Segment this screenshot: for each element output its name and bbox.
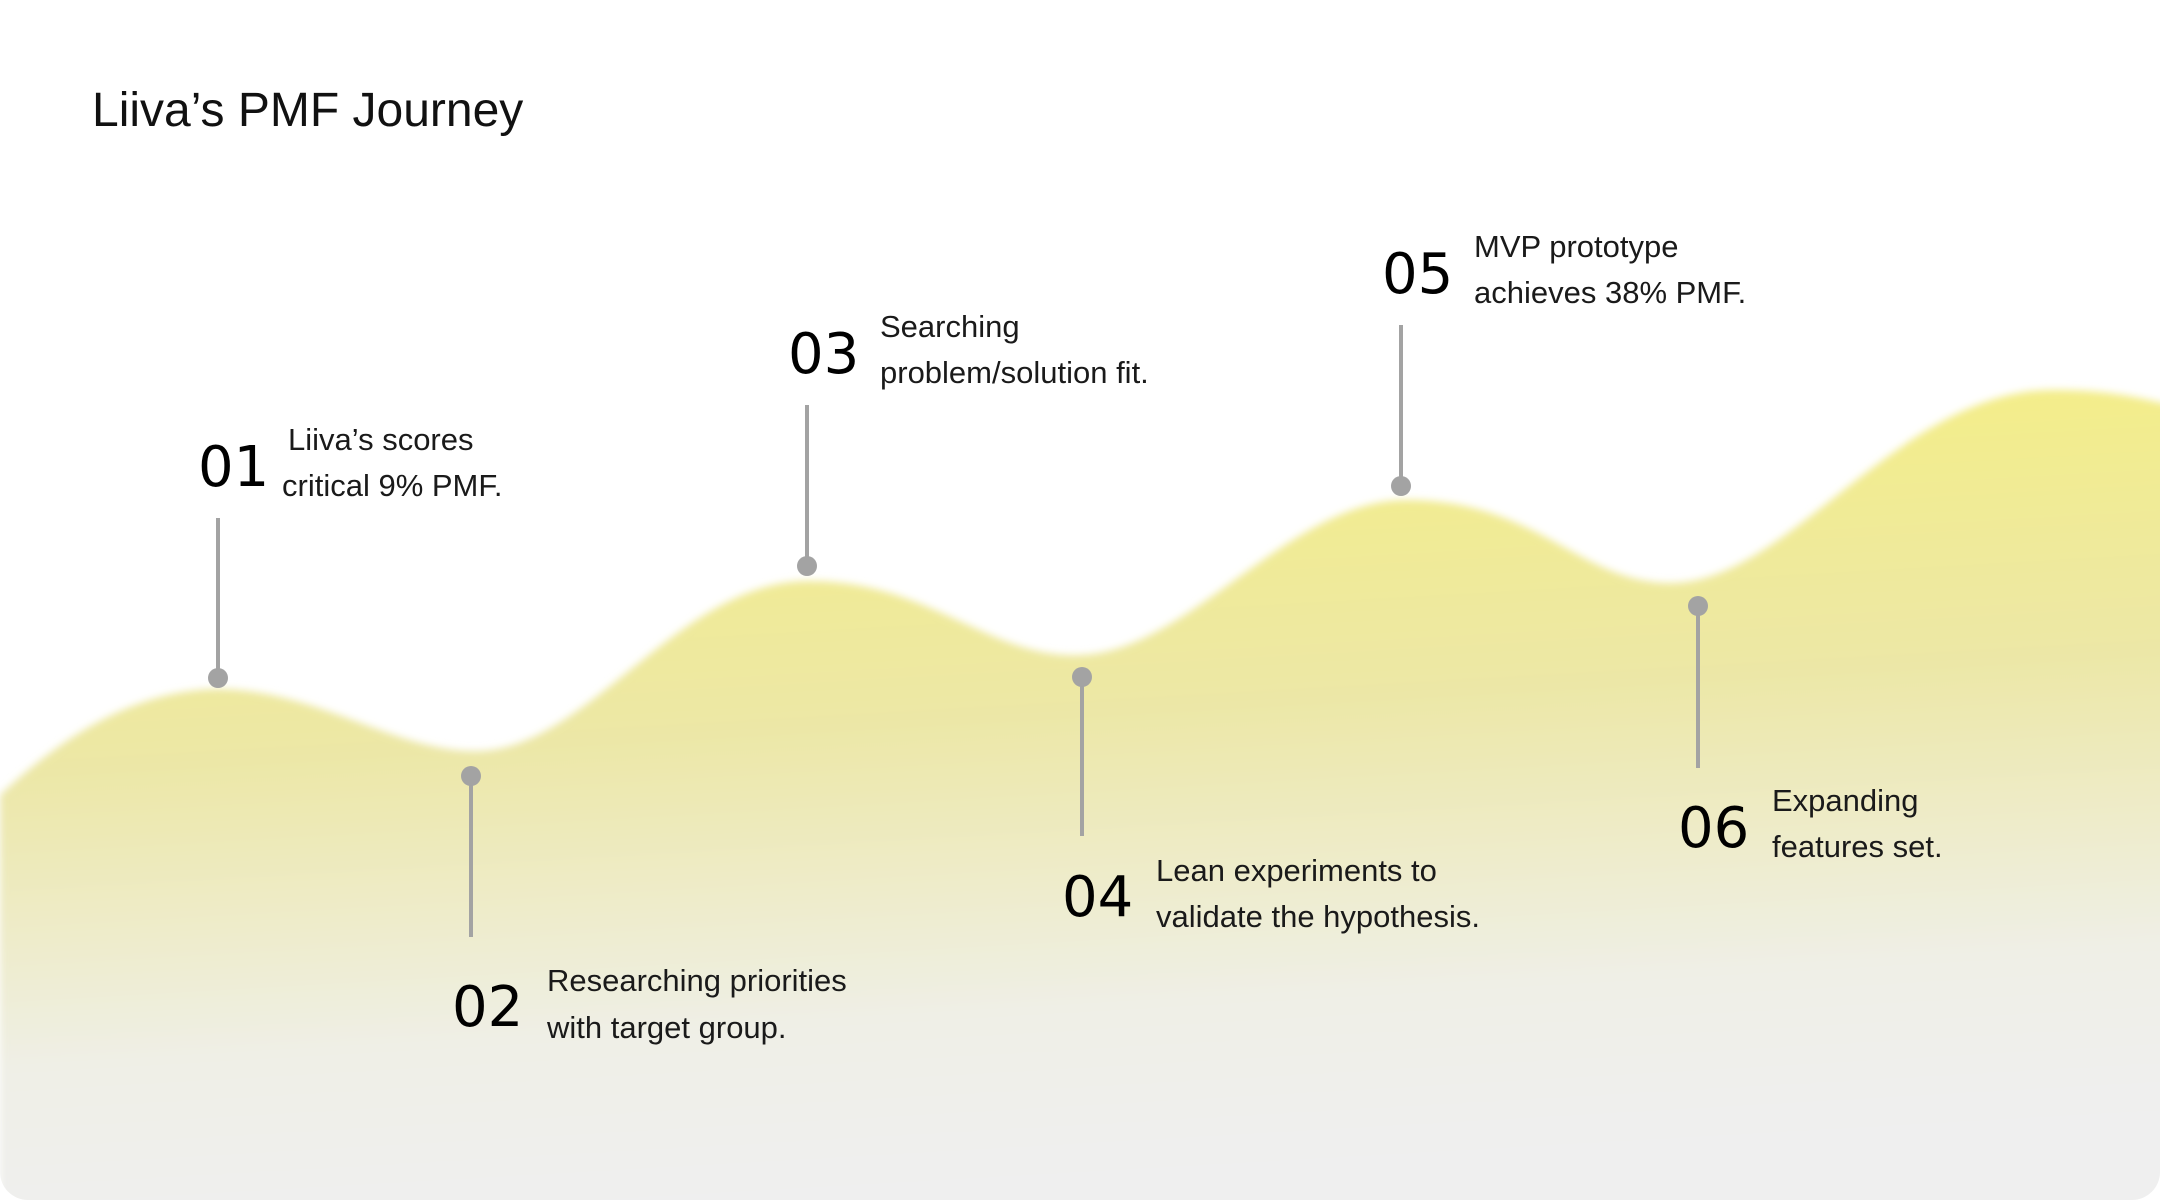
page-title: Liiva’s PMF Journey — [92, 84, 523, 137]
step-04: 04 Lean experiments to validate the hypo… — [1062, 667, 1480, 934]
step-line-1: MVP prototype — [1474, 229, 1678, 264]
step-05: 05 MVP prototype achieves 38% PMF. — [1382, 229, 1746, 496]
marker-dot — [1072, 667, 1092, 687]
step-02: 02 Researching priorities with target gr… — [452, 766, 847, 1045]
step-number: 02 — [452, 975, 523, 1040]
marker-dot — [208, 668, 228, 688]
step-number: 05 — [1382, 242, 1453, 307]
marker-dot — [461, 766, 481, 786]
step-01: 01 Liiva’s scores critical 9% PMF. — [198, 422, 502, 688]
step-line-2: validate the hypothesis. — [1156, 899, 1480, 934]
journey-wave — [0, 390, 2160, 1200]
step-06: 06 Expanding features set. — [1678, 596, 1943, 864]
step-line-1: Researching priorities — [547, 963, 847, 998]
step-line-2: features set. — [1772, 829, 1943, 864]
step-line-2: with target group. — [546, 1010, 787, 1045]
step-line-1: Expanding — [1772, 783, 1919, 818]
marker-dot — [797, 556, 817, 576]
step-number: 03 — [788, 322, 859, 387]
marker-dot — [1391, 476, 1411, 496]
step-line-2: critical 9% PMF. — [282, 468, 502, 503]
marker-dot — [1688, 596, 1708, 616]
step-line-1: Lean experiments to — [1156, 853, 1437, 888]
step-line-1: Liiva’s scores — [288, 422, 474, 457]
step-number: 01 — [198, 435, 269, 500]
step-line-1: Searching — [880, 309, 1020, 344]
step-03: 03 Searching problem/solution fit. — [788, 309, 1149, 576]
step-line-2: achieves 38% PMF. — [1474, 275, 1746, 310]
step-number: 04 — [1062, 865, 1133, 930]
step-number: 06 — [1678, 796, 1749, 861]
step-line-2: problem/solution fit. — [880, 355, 1149, 390]
